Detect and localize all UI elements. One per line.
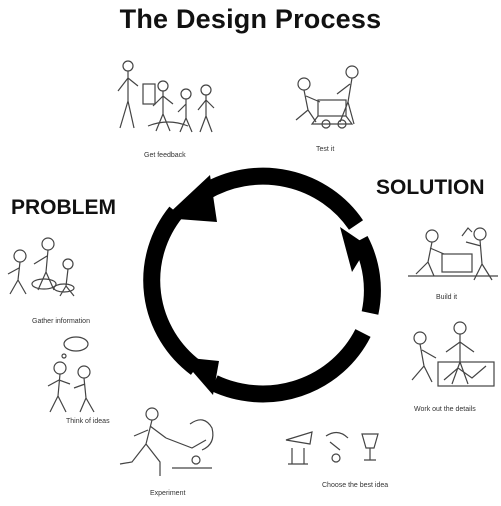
solution-label: SOLUTION — [376, 176, 485, 199]
caption-build-it: Build it — [436, 294, 458, 301]
cycle-arrow-bottom — [210, 329, 371, 403]
problem-label: PROBLEM — [11, 196, 116, 219]
cycle-arrowhead-bottom — [180, 357, 219, 395]
person-drawing-details-sketch — [398, 318, 498, 390]
cycle-arrow-left — [143, 206, 202, 375]
diagram-title: The Design Process — [119, 4, 382, 34]
caption-experiment: Experiment — [150, 490, 186, 497]
cycle-arrow-top — [200, 167, 364, 230]
people-gathering-info-sketch — [2, 234, 82, 298]
caption-test-it: Test it — [316, 146, 335, 153]
caption-gather-information: Gather information — [32, 318, 90, 325]
people-thinking-sketch — [38, 334, 102, 414]
caption-work-out-details: Work out the details — [414, 406, 476, 413]
cycle-arrowhead-top-left — [164, 175, 217, 222]
people-discussing-sketch — [108, 56, 226, 136]
cycle-arrowhead-right — [340, 227, 368, 272]
caption-think-of-ideas: Think of ideas — [66, 418, 110, 425]
caption-get-feedback: Get feedback — [144, 152, 186, 159]
person-testing-model-sketch — [282, 62, 372, 132]
idea-options-sketch — [282, 420, 392, 476]
people-building-sketch — [404, 224, 501, 286]
person-experimenting-sketch — [112, 404, 222, 484]
caption-choose-best-idea: Choose the best idea — [322, 482, 389, 489]
